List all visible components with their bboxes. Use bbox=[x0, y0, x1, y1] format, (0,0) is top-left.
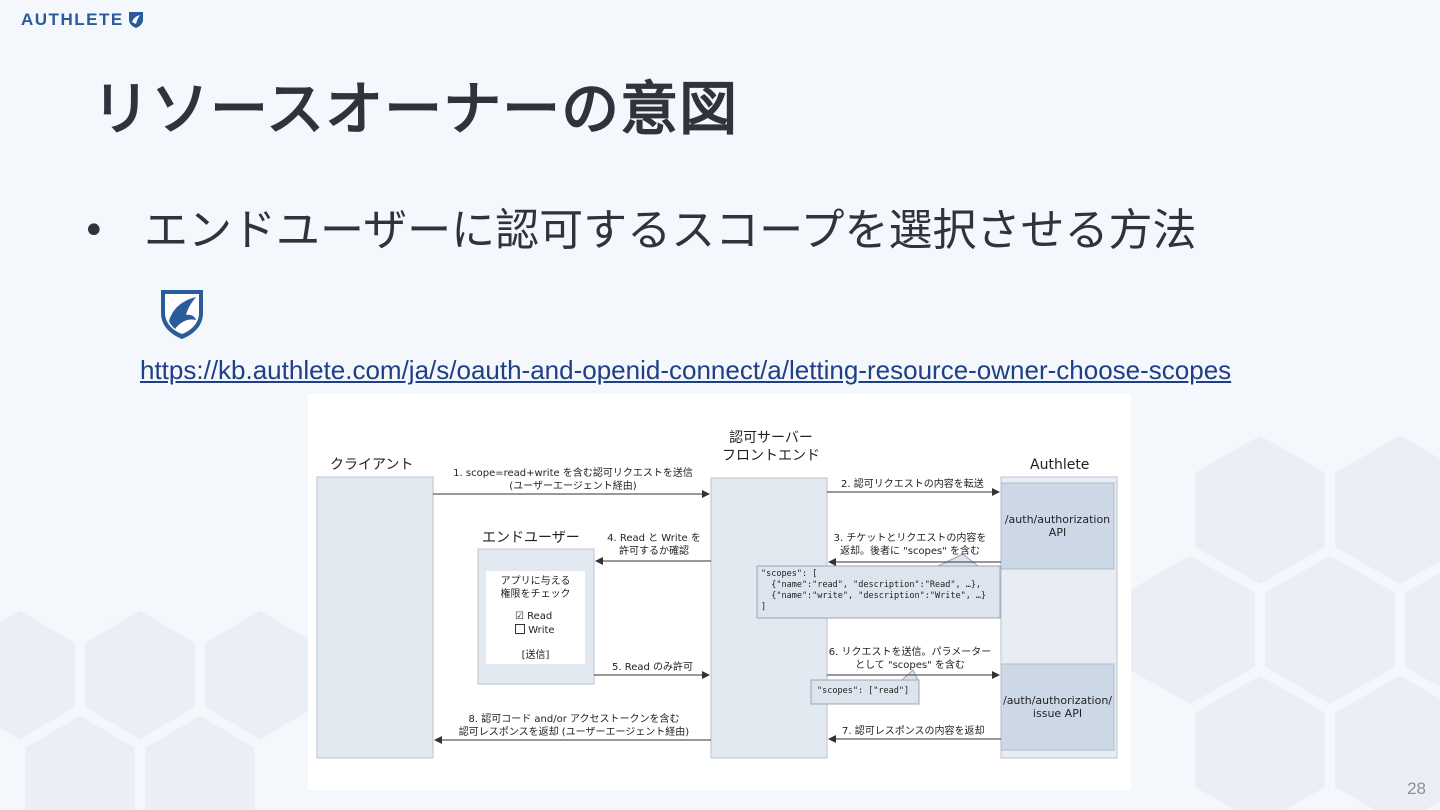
frontend-label: 認可サーバー フロントエンド bbox=[722, 430, 820, 464]
write-checkbox: Write bbox=[515, 624, 555, 637]
step-3-label: 3. チケットとリクエストの内容を 返却。後者に "scopes" を含む bbox=[833, 533, 987, 557]
authorization-api-box bbox=[1000, 482, 1115, 570]
scopes-full-json: "scopes": [ {"name":"read", "description… bbox=[761, 569, 987, 612]
unchecked-box-icon bbox=[515, 624, 525, 634]
bullet-text: エンドユーザーに認可するスコープを選択させる方法 bbox=[144, 205, 1197, 256]
shield-logo-icon bbox=[128, 12, 143, 28]
step-1-label: 1. scope=read+write を含む認可リクエストを送信 (ユーザーエ… bbox=[453, 468, 693, 492]
consent-screen bbox=[486, 571, 585, 664]
step-4-label: 4. Read と Write を 許可するか確認 bbox=[607, 533, 701, 557]
step-6-label: 6. リクエストを送信。パラメーター として "scopes" を含む bbox=[828, 647, 992, 671]
bullet-symbol: • bbox=[82, 208, 106, 254]
slide-title: リソースオーナーの意図 bbox=[92, 75, 739, 143]
submit-label: [送信] bbox=[521, 650, 550, 661]
step-2-label: 2. 認可リクエストの内容を転送 bbox=[841, 479, 984, 490]
authlete-logo: AUTHLETE bbox=[21, 10, 144, 30]
page-number: 28 bbox=[1407, 779, 1426, 798]
logo-text: AUTHLETE bbox=[21, 10, 124, 29]
scopes-read-callout bbox=[810, 679, 920, 705]
shield-bird-icon bbox=[161, 290, 203, 339]
step-5-label: 5. Read のみ許可 bbox=[612, 662, 694, 673]
step-8-label: 8. 認可コード and/or アクセストークンを含む 認可レスポンスを返却 (… bbox=[458, 714, 690, 738]
enduser-label: エンドユーザー bbox=[482, 530, 580, 546]
scopes-full-callout bbox=[756, 565, 1001, 619]
write-label: Write bbox=[528, 625, 555, 636]
diagram-graphics bbox=[316, 476, 1118, 759]
step-7-label: 7. 認可レスポンスの内容を返却 bbox=[842, 726, 985, 737]
checked-box-icon: ☑ bbox=[515, 611, 524, 622]
scopes-read-json: "scopes": ["read"] bbox=[817, 686, 910, 696]
authlete-label: Authlete bbox=[1030, 457, 1090, 473]
authorization-api-label: /auth/authorization API bbox=[1004, 513, 1111, 539]
issue-api-label: /auth/authorization/ issue API bbox=[1002, 694, 1112, 720]
reference-link[interactable]: https://kb.authlete.com/ja/s/oauth-and-o… bbox=[140, 355, 1232, 385]
read-checkbox: ☑ Read bbox=[515, 610, 552, 623]
read-label: Read bbox=[527, 611, 553, 622]
issue-api-box bbox=[1000, 663, 1115, 751]
client-label: クライアント bbox=[330, 457, 414, 473]
client-lane bbox=[316, 476, 434, 759]
sequence-diagram: クライアント 認可サーバー フロントエンド Authlete エンドユーザー /… bbox=[308, 394, 1131, 790]
consent-text: アプリに与える 権限をチェック bbox=[500, 576, 571, 600]
bullet-item: • エンドユーザーに認可するスコープを選択させる方法 bbox=[82, 188, 1244, 360]
